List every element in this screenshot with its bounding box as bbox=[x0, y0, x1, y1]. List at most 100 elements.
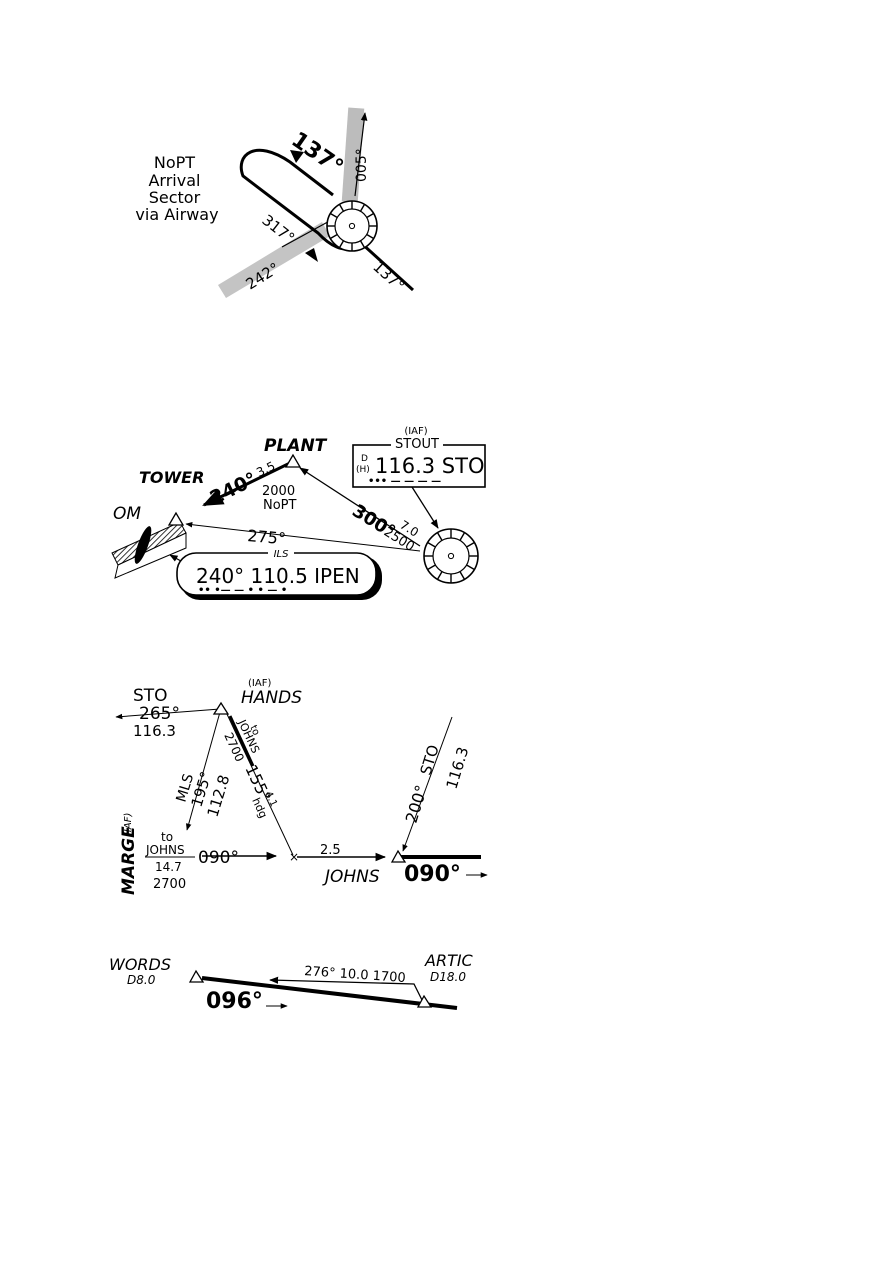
marge-label: MARGE bbox=[119, 826, 139, 895]
hold-arrow-bottom bbox=[305, 248, 318, 262]
plant-label: PLANT bbox=[264, 436, 328, 456]
label-137-top: 137° bbox=[287, 127, 348, 180]
vor-rose-inner bbox=[334, 208, 370, 244]
course-200: 200° bbox=[402, 783, 431, 825]
dme-arc-leg-diagram: WORDS D8.0 ARTIC D18.0 276° 10.0 1700 09… bbox=[109, 951, 474, 1014]
rose-tick bbox=[329, 212, 338, 219]
hands-johns-line bbox=[225, 711, 294, 856]
course-090-right: 090° bbox=[404, 862, 461, 887]
sector-band-north bbox=[341, 107, 365, 203]
stout-h: (H) bbox=[356, 465, 370, 475]
course-090-left: 090° bbox=[198, 848, 239, 868]
stout-info-box bbox=[352, 444, 486, 488]
ils-morse: •• •— — • • — • bbox=[198, 585, 287, 596]
hands-fix-triangle bbox=[212, 701, 230, 715]
label-137-bottom: 137° bbox=[369, 258, 408, 296]
outer-marker bbox=[134, 526, 152, 564]
intercept-x: × bbox=[289, 850, 299, 864]
ils-transition-diagram: (IAF) STOUT D (H) 116.3 STO ••• — — — — … bbox=[111, 426, 486, 600]
rose-tick bbox=[466, 541, 475, 548]
artic-fix-triangle bbox=[416, 994, 433, 1008]
sto-right: STO bbox=[417, 743, 443, 777]
rose-tick bbox=[338, 240, 345, 249]
artic-label: ARTIC bbox=[424, 951, 474, 970]
sto-right-freq: 116.3 bbox=[443, 745, 473, 791]
rose-tick bbox=[466, 564, 475, 571]
sto-freq: 116.3 bbox=[133, 722, 176, 740]
marge-dist: 14.7 bbox=[155, 860, 182, 874]
rose-tick bbox=[436, 532, 443, 541]
leg-276-text: 276° 10.0 1700 bbox=[304, 964, 406, 986]
label-3-5: 3.5 bbox=[254, 459, 277, 480]
stout-title-gap bbox=[391, 438, 443, 450]
stout-iaf: (IAF) bbox=[404, 426, 427, 437]
stout-morse: ••• — — — — bbox=[368, 476, 441, 487]
rose-tick bbox=[459, 532, 466, 541]
hands-johns-bold bbox=[228, 715, 255, 767]
sto-200-radial bbox=[402, 716, 453, 852]
label-240: 240° bbox=[207, 468, 261, 509]
label-nopt: NoPT bbox=[263, 498, 297, 513]
marge-alt: 2700 bbox=[153, 877, 186, 892]
course-242-line bbox=[281, 217, 336, 248]
rose-tick bbox=[359, 240, 366, 249]
stout-d: D bbox=[361, 454, 368, 464]
marge-to: to bbox=[161, 830, 173, 844]
words-label: WORDS bbox=[109, 955, 171, 974]
course-096-bold bbox=[201, 976, 458, 1010]
sto-label: STO bbox=[133, 686, 168, 706]
ils-text: 240° 110.5 IPEN bbox=[196, 564, 360, 588]
mls-195-line bbox=[186, 711, 221, 831]
om-label: OM bbox=[113, 504, 141, 524]
stout-freq: 116.3 STO bbox=[375, 454, 484, 478]
marge-johns: JOHNS bbox=[145, 843, 185, 857]
hands-iaf: (IAF) bbox=[248, 678, 271, 689]
dist-2-5: 2.5 bbox=[320, 843, 341, 858]
feeder-routes-diagram: × STO 265° 116.3 (IAF) HANDS to JOHNS 27… bbox=[115, 678, 488, 895]
tower-label: TOWER bbox=[139, 468, 204, 487]
rose-tick bbox=[366, 212, 375, 219]
leg-stout-plant bbox=[299, 467, 421, 547]
outbound-course-line bbox=[358, 240, 415, 292]
stout-pointer bbox=[411, 486, 439, 529]
stout-center-dot bbox=[447, 552, 455, 560]
ils-title-gap bbox=[268, 548, 294, 558]
label-275: 275° bbox=[247, 526, 287, 548]
hands-label: HANDS bbox=[241, 688, 302, 708]
leg-276-line bbox=[269, 976, 423, 1001]
holding-pattern-diagram: NoPT Arrival Sector via Airway 137° 005°… bbox=[135, 107, 415, 298]
rose-tick bbox=[459, 571, 466, 580]
johns-label: JOHNS bbox=[322, 867, 380, 887]
rose-tick bbox=[359, 203, 366, 212]
rose-tick bbox=[338, 203, 345, 212]
artic-dme: D18.0 bbox=[430, 970, 466, 984]
sto-course: 265° bbox=[139, 704, 180, 724]
sector-label: NoPT Arrival Sector via Airway bbox=[135, 153, 218, 224]
hold-arrow-top bbox=[290, 150, 304, 163]
label-005: 005° bbox=[354, 148, 370, 182]
words-fix-triangle bbox=[188, 969, 205, 983]
tower-fix-triangle bbox=[167, 511, 185, 526]
leg-plant-tower bbox=[202, 461, 291, 507]
ils-label: ILS bbox=[274, 549, 290, 560]
rose-tick bbox=[427, 541, 436, 548]
course-005-line bbox=[354, 112, 368, 197]
label-2000: 2000 bbox=[262, 484, 295, 499]
localizer-open bbox=[114, 532, 187, 579]
rose-tick bbox=[329, 233, 338, 240]
stout-name: STOUT bbox=[395, 437, 439, 452]
rose-tick bbox=[366, 233, 375, 240]
rose-tick bbox=[427, 564, 436, 571]
to-label: to bbox=[247, 724, 261, 738]
stout-rose-inner bbox=[432, 537, 470, 575]
sto-265-radial bbox=[115, 708, 221, 720]
leg-275 bbox=[185, 521, 421, 552]
rose-tick bbox=[436, 571, 443, 580]
words-dme: D8.0 bbox=[127, 973, 156, 987]
stout-rose-ticks bbox=[424, 529, 478, 583]
sector-band-southwest bbox=[218, 222, 330, 298]
marge-iaf: (IAF) bbox=[123, 813, 134, 836]
plant-fix-triangle bbox=[284, 453, 302, 468]
vor-rose-ticks bbox=[327, 201, 377, 251]
